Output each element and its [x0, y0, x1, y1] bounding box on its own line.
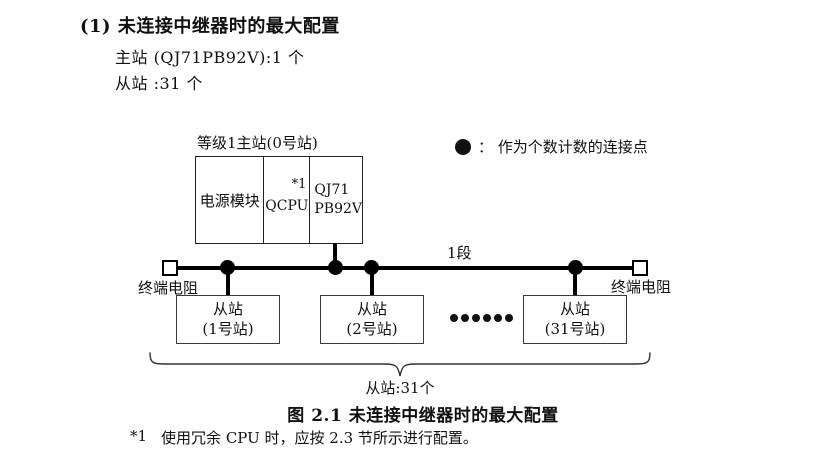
- connection-dot: [220, 260, 235, 275]
- connection-point-dot-icon: [455, 138, 471, 155]
- slave3-line1: 从站: [559, 300, 590, 318]
- slave-spec-line: 从站 :31 个: [115, 74, 203, 93]
- cpu-module-cell: *1 QCPU: [264, 157, 311, 243]
- connection-dot: [364, 260, 379, 275]
- connection-dot: [568, 260, 583, 275]
- slave-station-box-3: 从站 (31号站): [523, 295, 627, 344]
- network-module-line1: QJ71: [314, 182, 350, 199]
- terminator-right-icon: [632, 260, 648, 276]
- terminator-right-label: 终端电阻: [611, 278, 672, 296]
- segment-label: 1段: [447, 244, 472, 262]
- page-title: (1) 未连接中继器时的最大配置: [80, 16, 340, 37]
- slave1-line2: (1号站): [202, 319, 254, 338]
- power-module-cell: 电源模块: [196, 157, 265, 243]
- footnote-text: 使用冗余 CPU 时，应按 2.3 节所示进行配置。: [161, 429, 478, 447]
- slave3-line2: (31号站): [544, 319, 606, 338]
- slave-count-brace: [149, 352, 651, 377]
- terminator-left-icon: [162, 260, 178, 276]
- slave-station-box-1: 从站 (1号站): [176, 295, 280, 344]
- connection-dot: [328, 260, 343, 275]
- slave3-drop-line: [573, 270, 577, 295]
- slave1-drop-line: [226, 270, 230, 295]
- bus-line: [170, 266, 640, 270]
- network-module-cell: QJ71 PB92V: [310, 157, 362, 243]
- figure-caption: 图 2.1 未连接中继器时的最大配置: [287, 406, 559, 426]
- master-drop-line: [333, 243, 337, 268]
- slave1-line1: 从站: [212, 300, 243, 318]
- cpu-module-label: QCPU: [265, 198, 309, 214]
- slave-station-box-2: 从站 (2号站): [320, 295, 424, 344]
- master-station-box: 电源模块 *1 QCPU QJ71 PB92V: [195, 156, 363, 244]
- footnote-marker: *1: [130, 427, 148, 445]
- ellipsis-dots-icon: [450, 314, 513, 322]
- cpu-footnote-marker: *1: [291, 177, 307, 192]
- legend-text: ： 作为个数计数的连接点: [478, 138, 648, 156]
- master-spec-line: 主站 (QJ71PB92V):1 个: [115, 48, 305, 67]
- network-module-line2: PB92V: [314, 201, 362, 217]
- slave2-line1: 从站: [356, 300, 387, 318]
- terminator-left-label: 终端电阻: [138, 279, 199, 297]
- slave2-drop-line: [370, 270, 374, 295]
- footnote: *1 使用冗余 CPU 时，应按 2.3 节所示进行配置。: [130, 427, 478, 448]
- slave2-line2: (2号站): [346, 319, 398, 338]
- slave-count-label: 从站:31个: [365, 379, 435, 397]
- master-station-label: 等级1主站(0号站): [197, 134, 318, 152]
- legend: ： 作为个数计数的连接点: [455, 136, 648, 157]
